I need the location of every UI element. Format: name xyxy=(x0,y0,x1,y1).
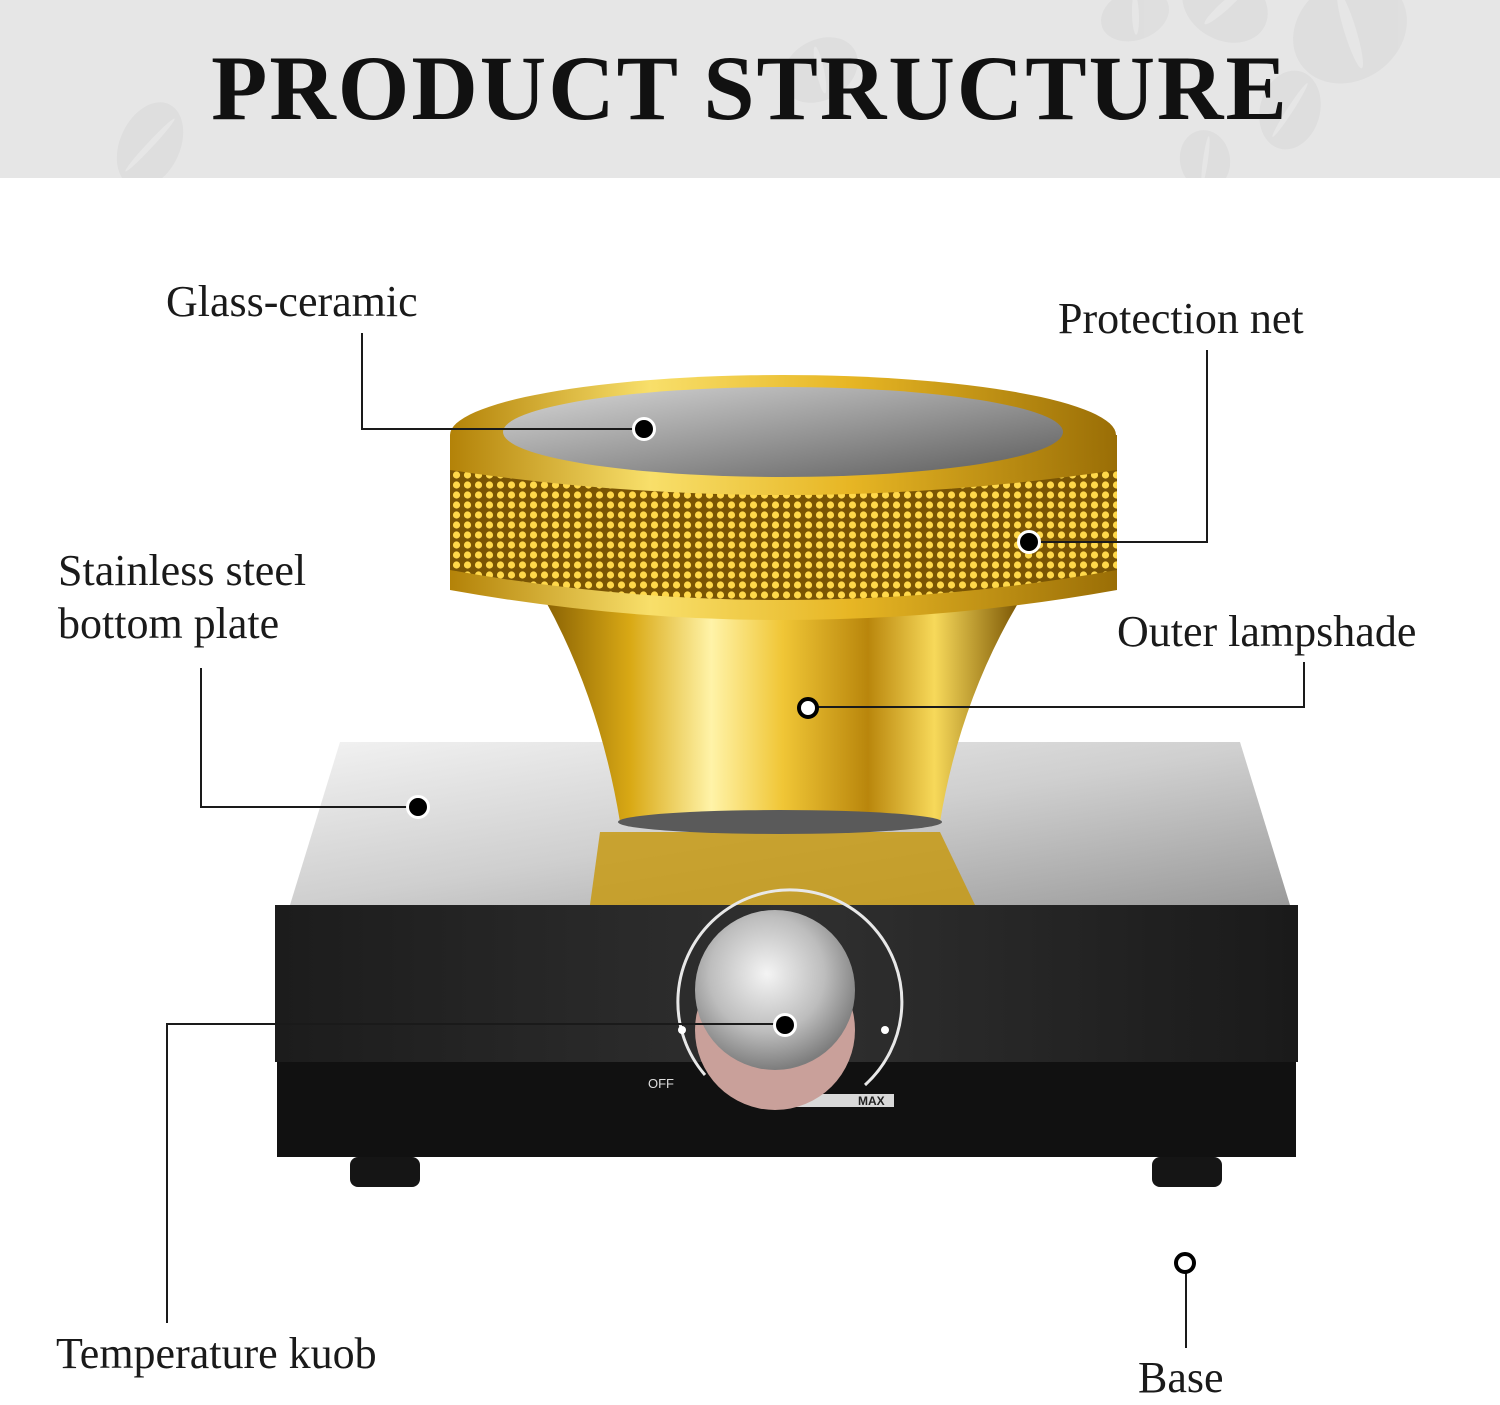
callout-line-outer-lampshade-horizontal xyxy=(818,706,1305,708)
callout-line-bottom-plate-vertical xyxy=(200,668,202,808)
title-banner: PRODUCT STRUCTURE xyxy=(0,0,1500,178)
plate-reflection xyxy=(590,832,975,905)
callout-line-temperature-knob-vertical xyxy=(166,1023,168,1323)
label-temperature-knob: Temperature kuob xyxy=(56,1329,377,1378)
callout-line-glass-ceramic-horizontal xyxy=(361,428,641,430)
callout-dot-bottom-plate xyxy=(406,795,430,819)
base-foot-right xyxy=(1152,1157,1222,1187)
callout-line-protection-net-horizontal xyxy=(1035,541,1208,543)
callout-line-temperature-knob-horizontal xyxy=(166,1023,778,1025)
dial-marker-right xyxy=(881,1026,889,1034)
label-protection-net: Protection net xyxy=(1058,294,1304,343)
dial-max-label: MAX xyxy=(858,1094,885,1108)
callout-line-base-vertical xyxy=(1185,1270,1187,1348)
label-outer-lampshade: Outer lampshade xyxy=(1117,607,1417,656)
lampshade-base-ring xyxy=(618,810,942,834)
dial-marker-left xyxy=(678,1026,686,1034)
callout-dot-temperature-knob xyxy=(773,1013,797,1037)
protection-net-bottom-band xyxy=(450,570,1117,620)
page-title: PRODUCT STRUCTURE xyxy=(211,37,1289,139)
label-bottom-plate-line2: bottom plate xyxy=(58,598,280,648)
dial-off-label: OFF xyxy=(648,1076,674,1091)
callout-line-protection-net-vertical xyxy=(1206,350,1208,542)
glass-ceramic-plate xyxy=(503,387,1063,477)
callout-line-glass-ceramic-vertical xyxy=(361,333,363,430)
callout-dot-glass-ceramic xyxy=(632,417,656,441)
label-bottom-plate-line1: Stainless steel xyxy=(58,546,307,595)
outer-lampshade xyxy=(545,600,1020,822)
callout-line-bottom-plate-horizontal xyxy=(200,806,412,808)
knob-face xyxy=(695,910,855,1070)
callout-dot-protection-net xyxy=(1017,530,1041,554)
dial-arc xyxy=(676,888,904,1087)
label-glass-ceramic: Glass-ceramic xyxy=(166,277,418,326)
base-foot-left xyxy=(350,1157,420,1187)
callout-line-outer-lampshade-vertical xyxy=(1303,662,1305,708)
label-base: Base xyxy=(1138,1353,1224,1402)
label-bottom-plate: Stainless steel bottom plate xyxy=(58,545,378,651)
callout-dot-base xyxy=(1174,1252,1196,1274)
callout-dot-outer-lampshade xyxy=(797,697,819,719)
